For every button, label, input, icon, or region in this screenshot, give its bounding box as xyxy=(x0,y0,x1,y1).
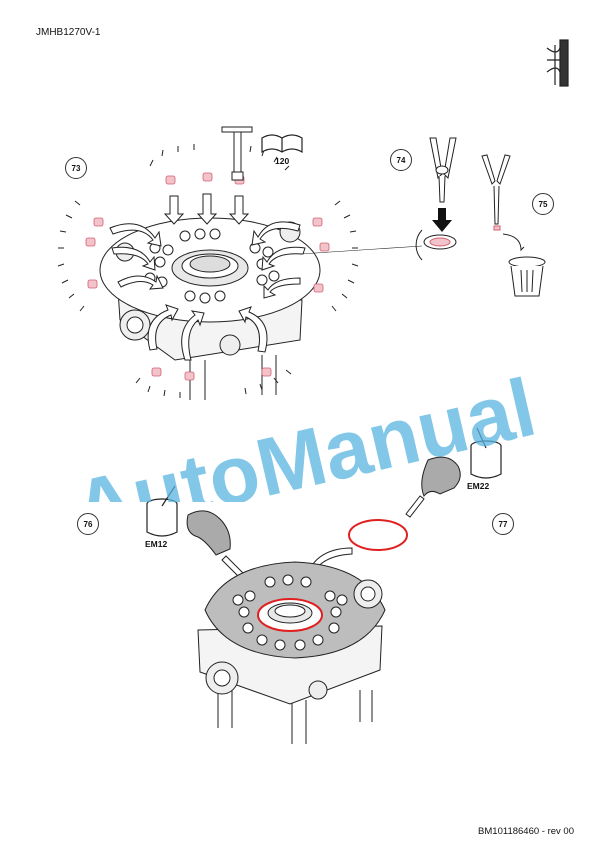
seal-detail-74 xyxy=(299,229,457,261)
step-76-badge: 76 xyxy=(77,513,99,535)
trash-bin-icon xyxy=(508,256,546,297)
pliers-icon xyxy=(429,137,457,203)
step-77-badge: 77 xyxy=(492,513,514,535)
document-reference: BM101186460 - rev 00 xyxy=(478,826,574,837)
step-74-badge: 74 xyxy=(390,149,412,171)
valve-section-icon xyxy=(546,39,569,87)
gloved-hand-left-icon xyxy=(186,510,245,579)
step-73-badge: 73 xyxy=(65,157,87,179)
t-handle-tool-icon xyxy=(221,126,253,181)
open-book-icon xyxy=(261,134,303,154)
grease-em12-label: EM12 xyxy=(145,539,168,549)
gloved-hand-right-icon xyxy=(405,456,461,518)
direction-arrows-73 xyxy=(109,193,306,361)
o-ring xyxy=(348,519,408,551)
seal-rings xyxy=(85,172,330,381)
highlight-dashes xyxy=(57,144,359,398)
manual-reference-label: 120 xyxy=(275,156,290,166)
step-75-badge: 75 xyxy=(532,193,554,215)
document-id: JMHB1270V-1 xyxy=(36,27,101,38)
pliers-75-icon xyxy=(481,154,525,252)
grease-pot-em12-icon xyxy=(146,485,178,537)
grease-em22-label: EM22 xyxy=(467,481,490,491)
grease-pot-em22-icon xyxy=(470,427,502,479)
manifold-block-top xyxy=(99,217,321,400)
manifold-block-bottom xyxy=(197,561,386,744)
down-arrow-icon xyxy=(432,208,452,232)
